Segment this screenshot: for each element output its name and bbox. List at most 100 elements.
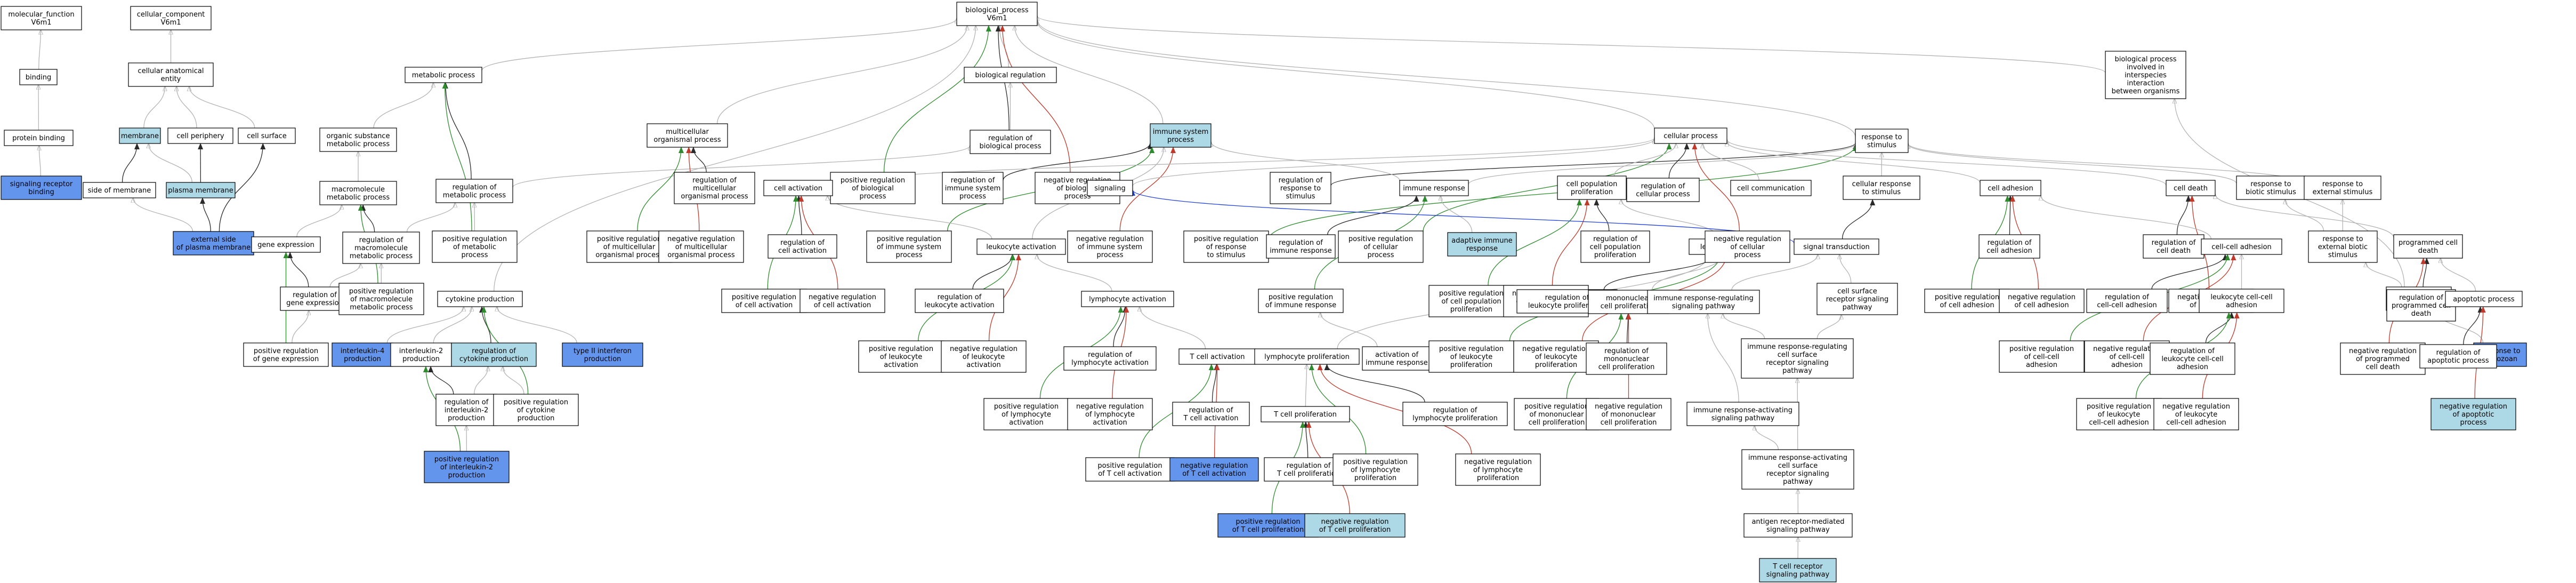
- edge-is-a-arrow: [189, 86, 255, 129]
- go-term-box: [238, 127, 296, 144]
- go-term-node-signaling: signaling: [1087, 180, 1133, 196]
- go-term-box: [1, 6, 82, 30]
- go-term-box: [1085, 457, 1175, 482]
- go-term-node-metabolic-process: metabolic process: [405, 67, 482, 83]
- go-term-label: biological regulation: [975, 71, 1045, 79]
- go-term-box: [2201, 238, 2282, 255]
- edge-layer: [38, 16, 2486, 559]
- edge-is-a-arrow: [1132, 139, 1654, 186]
- edge-regulates-arrow: [428, 366, 454, 395]
- go-term-box: [1647, 290, 1760, 314]
- edge-regulates-arrow: [1003, 142, 1153, 181]
- go-term-label: cell adhesion: [1988, 185, 2033, 193]
- go-term-node-t-cell-activation: T cell activation: [1178, 348, 1256, 365]
- go-term-box: [1063, 346, 1157, 371]
- go-term-box: [338, 283, 424, 315]
- go-term-box: [1654, 127, 1727, 144]
- go-term-label: lymphocyte activation: [1089, 296, 1166, 304]
- edge-is-a-arrow: [1708, 314, 1739, 403]
- edge-regulates-arrow: [1303, 421, 1309, 458]
- go-term-node-signal-transduction: signal transduction: [1794, 238, 1879, 255]
- edge-regulates-arrow: [2205, 312, 2234, 344]
- go-term-box: [243, 342, 329, 367]
- go-term-box: [964, 67, 1057, 83]
- edge-positively-regulates-arrow: [883, 25, 991, 173]
- go-term-box: [1855, 129, 1909, 153]
- go-term-label: lymphocyte proliferation: [1264, 353, 1350, 361]
- go-term-box: [2143, 234, 2204, 259]
- edge-is-a-arrow: [1727, 140, 2167, 186]
- edge-is-a-arrow: [512, 146, 970, 188]
- edge-part-of-arrow: [219, 143, 266, 232]
- edge-regulates-arrow: [1327, 195, 1419, 235]
- edge-positively-regulates-arrow: [637, 147, 684, 231]
- go-term-box: [768, 234, 837, 259]
- go-term-box: [435, 179, 513, 203]
- go-term-node-cell-communication: cell communication: [1730, 180, 1812, 196]
- edge-is-a-arrow: [406, 203, 455, 233]
- go-term-box: [1178, 348, 1256, 365]
- go-term-box: [1586, 398, 1671, 430]
- go-term-node-protein-binding: protein binding: [4, 130, 74, 146]
- edge-is-a-arrow: [503, 366, 524, 395]
- go-term-box: [1513, 340, 1599, 373]
- go-term-box: [2153, 398, 2239, 430]
- go-term-box: [586, 230, 672, 263]
- go-term-label: cellular process: [1664, 132, 1718, 140]
- edge-regulates-arrow: [1668, 143, 1690, 179]
- go-term-box: [1816, 283, 1898, 315]
- go-term-label: side of membrane: [88, 187, 151, 195]
- edge-is-a-arrow: [716, 26, 967, 124]
- edge-regulates-arrow: [2151, 254, 2228, 290]
